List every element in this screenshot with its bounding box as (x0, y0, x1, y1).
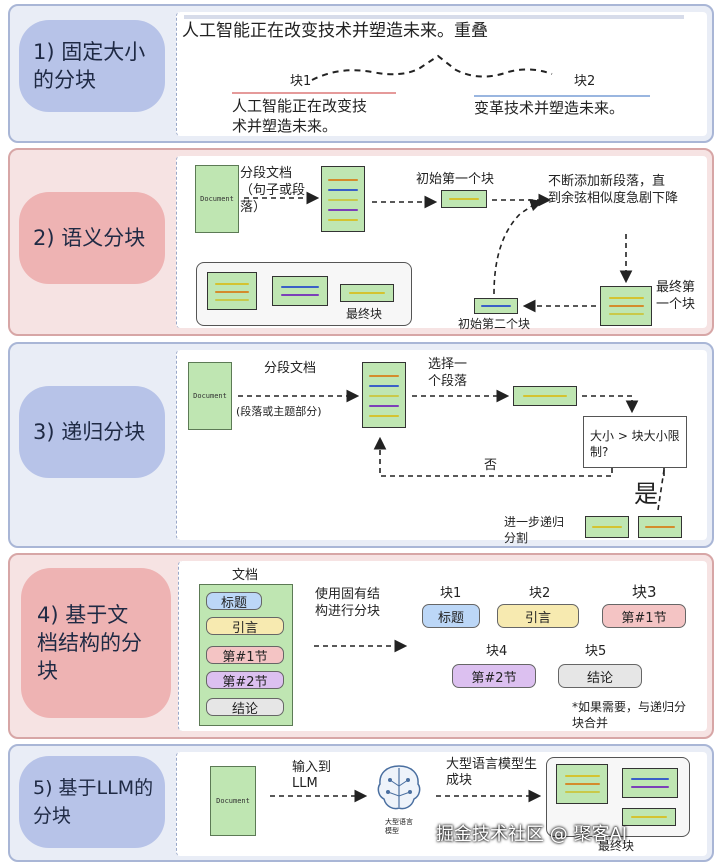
s4-chunk3: 第#1节 (602, 604, 686, 628)
s4-chunk4: 第#2节 (452, 664, 536, 688)
s2-initial-second-label: 初始第二个块 (458, 317, 531, 331)
s3-document: Document (188, 362, 232, 430)
s4-chunk2-label: 块2 (529, 586, 551, 601)
s2-split-chunks (321, 166, 365, 232)
s5-llm-icon-label: 大型语言 模型 (385, 818, 413, 835)
s2-initial-first-chunk (441, 190, 487, 208)
s4-chunk4-label: 块4 (486, 644, 508, 659)
s3-split-sub: (段落或主题部分) (236, 405, 322, 418)
s4-doc-item-title: 标题 (206, 592, 262, 611)
s5-llm-generates: 大型语言模型生 成块 (446, 757, 538, 788)
s4-chunk3-label: 块3 (632, 583, 657, 601)
s2-initial-second-chunk (474, 298, 518, 314)
s4-doc-item-sec1: 第#1节 (206, 646, 284, 665)
s2-initial-first-label: 初始第一个块 (416, 172, 495, 187)
fixed-chunk1-label: 块1 (290, 74, 312, 89)
s3-no-label: 否 (484, 458, 498, 473)
s4-chunk2: 引言 (497, 604, 579, 628)
s3-yes-label: 是 (634, 480, 658, 508)
s3-further-split: 进一步递归 分割 (504, 515, 565, 545)
s2-final-first-label: 最终第 一个块 (656, 280, 696, 312)
s5-final-chunk-a (556, 764, 608, 804)
s4-doc-item-intro: 引言 (206, 617, 284, 636)
section-5-label: 5) 基于LLM的 分块 (19, 756, 165, 848)
s5-final-chunk-b (622, 768, 678, 798)
s4-doc-item-conclusion: 结论 (206, 698, 284, 717)
section-1-content (176, 12, 707, 136)
s4-use-structure: 使用固有结 构进行分块 (315, 587, 381, 619)
fixed-chunk2-label: 块2 (574, 74, 596, 89)
s4-note: *如果需要，与递归分 块合并 (572, 700, 687, 730)
s5-document: Document (210, 766, 256, 836)
section-2-label: 2) 语义分块 (19, 192, 165, 284)
watermark: 掘金技术社区 @ 聚客AI (436, 824, 628, 845)
s2-final-chunk-c (340, 284, 394, 302)
s4-chunk1-label: 块1 (440, 586, 462, 601)
s4-doc-item-sec2: 第#2节 (206, 671, 284, 690)
s3-split-chunks (362, 362, 406, 428)
section-1-label: 1) 固定大小 的分块 (19, 20, 165, 112)
s5-final-chunk-c (622, 808, 676, 826)
fixed-chunk2-text: 变革技术并塑造未来。 (474, 99, 625, 117)
s3-split-chunk-a (585, 516, 629, 538)
s2-keep-adding: 不断添加新段落，直 到余弦相似度急剧下降 (548, 174, 679, 206)
brain-chip-icon (374, 762, 424, 814)
s5-input-to: 输入到 LLM (292, 760, 332, 791)
s2-final-chunk-b (272, 276, 328, 306)
section-4-label: 4) 基于文 档结构的分 块 (21, 568, 171, 718)
fixed-sentence: 人工智能正在改变技术并塑造未来。重叠 (182, 21, 488, 41)
s3-split-chunk-b (638, 516, 682, 538)
s4-chunk1: 标题 (422, 604, 480, 628)
s4-chunk5-label: 块5 (585, 644, 607, 659)
s3-select-one: 选择一 个段落 (428, 357, 468, 389)
section-3-label: 3) 递归分块 (19, 386, 165, 478)
s2-document: Document (195, 165, 239, 233)
s4-doc-title: 文档 (232, 568, 259, 583)
s3-split-label: 分段文档 (264, 361, 317, 376)
fixed-chunk1-text: 人工智能正在改变技 术并塑造未来。 (232, 97, 368, 135)
s3-decision-question: 大小 > 块大小限 制? (590, 429, 680, 459)
s3-decision-box (583, 416, 687, 468)
s2-split-label: 分段文档 （句子或段 落） (240, 166, 306, 215)
s2-final-chunks-label: 最终块 (346, 307, 383, 321)
s3-selected-chunk (513, 386, 577, 406)
s5-final-chunks-label: 最终块 (598, 839, 635, 853)
s4-chunk5: 结论 (558, 664, 642, 688)
s2-final-chunk-a (207, 272, 257, 310)
s2-final-first-chunk (600, 286, 652, 326)
